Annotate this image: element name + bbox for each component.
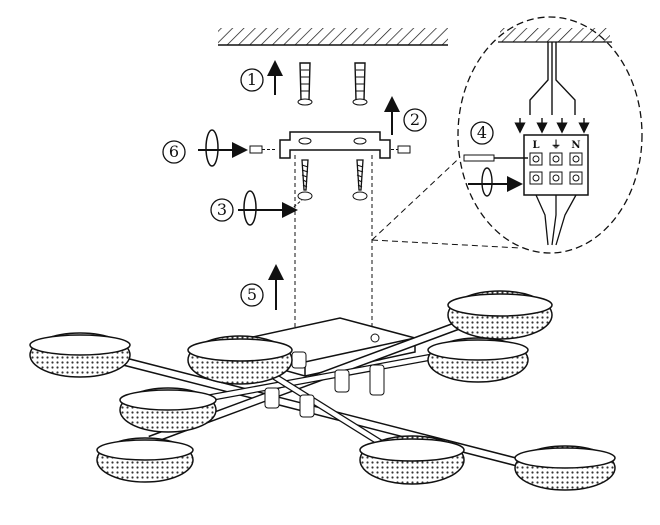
terminal-label-live: L [532,140,539,151]
step-1: 1 [240,60,283,95]
terminal-block: L ⏚ N [463,134,589,246]
step-1-number: 1 [247,70,257,89]
lamp-shade-2 [187,335,293,385]
ceiling [218,28,448,46]
wall-anchor-right [352,62,368,106]
side-screw-left [249,145,276,154]
step-4-number: 4 [477,123,487,142]
terminal-label-earth: ⏚ [551,139,561,151]
lamp-shade-4 [427,337,529,383]
step-6: 6 [162,129,248,167]
mounting-screw-left [297,159,313,201]
step-3-number: 3 [217,200,227,219]
step-4: 4 [468,121,523,197]
lamp-shade-8 [514,445,616,491]
lamp-sockets [264,351,385,418]
mounting-screw-right [352,159,368,201]
lamp-shade-6 [96,437,194,483]
step-2-number: 2 [410,110,420,129]
step-6-number: 6 [169,142,179,161]
terminal-label-neutral: N [571,140,580,151]
lamp-shade-3 [447,290,553,340]
side-screw-right [391,145,411,154]
lamp-shade-1 [29,332,131,378]
mounting-bracket [279,131,391,159]
step-3: 3 [210,190,303,226]
wiring-detail-callout [371,16,643,254]
step-5: 5 [240,264,284,310]
step-5-number: 5 [247,285,257,304]
alignment-lines [294,155,373,330]
lamp-shade-5 [119,387,217,433]
step-2: 2 [384,96,427,135]
lamp-shade-7 [359,435,465,485]
wall-anchor-left [297,62,313,106]
